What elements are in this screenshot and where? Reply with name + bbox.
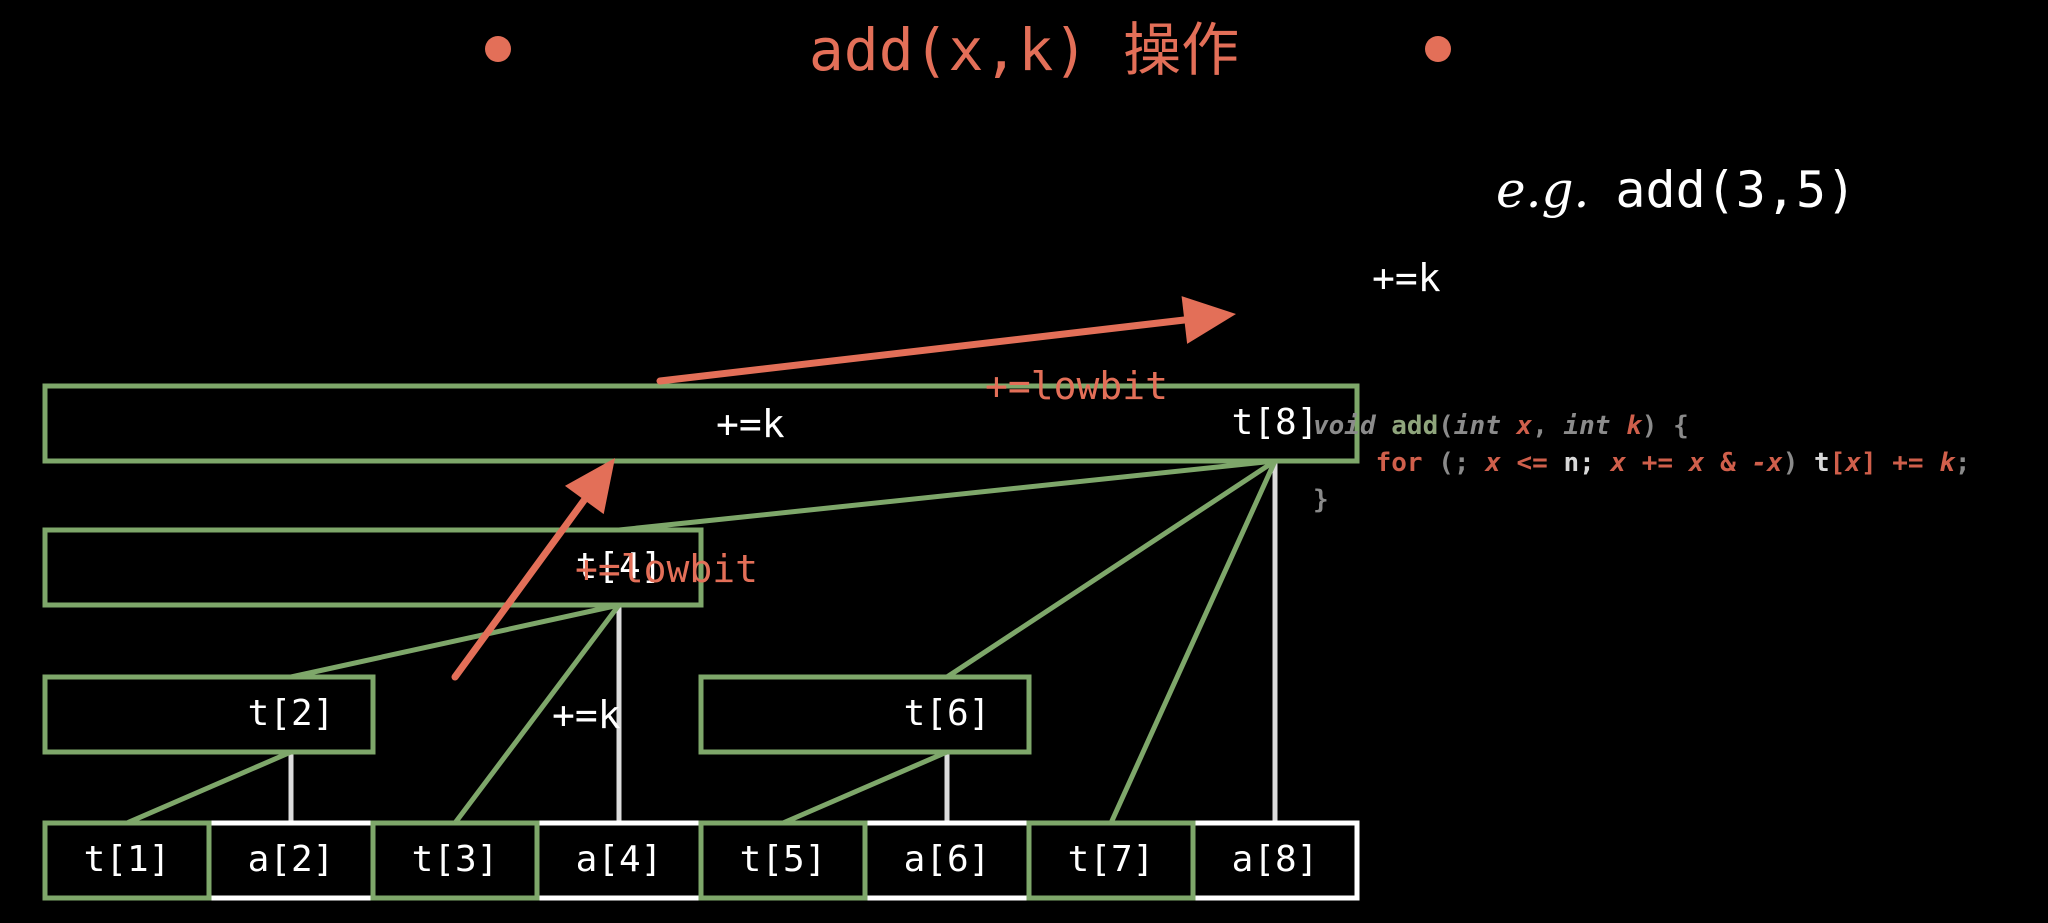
tree-node-box	[698, 820, 868, 901]
code-bracket: [	[1829, 448, 1846, 478]
code-void-keyword: void	[1313, 411, 1376, 441]
code-paren: )	[1641, 411, 1658, 441]
tree-node-box	[370, 820, 540, 901]
tree-node-label: t[4]	[576, 546, 663, 587]
tree-node-label: t[5]	[740, 839, 827, 880]
code-punct: (;	[1438, 448, 1470, 478]
arrow-t3-to-t4-shaft	[451, 496, 588, 681]
array-cell-label: a[8]	[1232, 839, 1319, 880]
connector-diagonal	[945, 458, 1277, 680]
code-op-le: <=	[1516, 448, 1548, 478]
tree-node-label: t[2]	[248, 693, 335, 734]
update-path	[451, 296, 1236, 681]
title-bullet-right	[1425, 36, 1451, 62]
tree-node-label: t[1]	[84, 839, 171, 880]
tree-node-box	[42, 383, 1360, 464]
example-function-call: add(3,5)	[1615, 161, 1857, 219]
code-line-1: void add(int x, int k) {	[1313, 411, 1689, 441]
connector-diagonal	[290, 602, 620, 680]
example-prefix: e.g.	[1496, 161, 1590, 219]
code-var-x: x	[1688, 448, 1705, 478]
slide-title: add(x,k) 操作	[808, 16, 1240, 84]
code-var-neg-x: -x	[1751, 448, 1783, 478]
plus-lowbit-label-lower: +=lowbit	[575, 547, 758, 591]
title-bullet-left	[485, 36, 511, 62]
array-cell-box	[534, 820, 704, 901]
code-var-x: x	[1485, 448, 1501, 478]
connector-diagonal	[1108, 459, 1278, 825]
code-var-n: n;	[1563, 448, 1595, 478]
code-var-k: k	[1939, 448, 1955, 478]
plus-k-label-t4: +=k	[716, 402, 785, 446]
code-snippet: void add(int x, int k) { for (; x <= n; …	[1313, 408, 1971, 519]
code-op-and: &	[1720, 448, 1736, 478]
code-function-name: add	[1391, 411, 1439, 441]
tree-node-box	[42, 527, 704, 608]
arrow-t4-to-t8-shaft	[656, 316, 1188, 385]
code-bracket: ]	[1860, 448, 1877, 478]
code-int-keyword: int	[1453, 411, 1501, 441]
code-var-x: x	[1610, 448, 1627, 478]
array-cell-label: a[4]	[576, 839, 663, 880]
tree-node-label: t[7]	[1068, 839, 1155, 880]
code-brace: {	[1673, 411, 1689, 441]
code-var-t: t	[1814, 448, 1830, 478]
code-comma: ,	[1532, 411, 1548, 441]
code-var-x: x	[1845, 448, 1861, 478]
connector-diagonal	[782, 749, 948, 826]
code-punct: )	[1782, 448, 1799, 478]
tree-node-label: t[3]	[412, 839, 499, 880]
arrow-t4-to-t8-head	[1181, 296, 1236, 344]
tree-boxes: t[1] t[2] t[3] t[4] t[5] t[6] t[7] t[8]	[42, 383, 1360, 901]
plus-lowbit-label-upper: +=lowbit	[985, 364, 1168, 408]
code-paren: (	[1438, 411, 1454, 441]
arrow-t3-to-t4-head	[564, 458, 615, 515]
code-op-plus-eq: +=	[1641, 448, 1674, 478]
tree-node-box	[698, 674, 1032, 755]
code-semicolon: ;	[1954, 448, 1971, 478]
array-cell-label: a[2]	[248, 839, 335, 880]
code-for-keyword: for	[1375, 448, 1423, 478]
tree-node-box	[42, 674, 376, 755]
code-line-3: }	[1313, 485, 1329, 515]
tree-node-label: t[8]	[1232, 402, 1319, 443]
connector-diagonal	[453, 603, 621, 825]
array-cell-label: a[6]	[904, 839, 991, 880]
example-call: e.g. add(3,5)	[1496, 160, 1856, 225]
tree-node-label: t[6]	[904, 693, 991, 734]
array-cell-box	[1190, 820, 1360, 901]
connector-diagonal	[126, 749, 292, 826]
code-int-keyword: int	[1563, 411, 1611, 441]
code-line-2: for (; x <= n; x += x & -x) t[x] += k;	[1313, 448, 1971, 478]
text-labels: +=k +=k +=k +=lowbit +=lowbit	[552, 256, 1441, 737]
code-param-k: k	[1626, 411, 1642, 441]
connector-diagonal	[618, 458, 1276, 533]
tree-node-box	[42, 820, 212, 901]
plus-k-label-t3: +=k	[552, 693, 621, 737]
tree-node-box	[1026, 820, 1196, 901]
plus-k-label-t8: +=k	[1372, 256, 1441, 300]
code-param-x: x	[1516, 411, 1533, 441]
code-op-plus-eq: +=	[1892, 448, 1924, 478]
